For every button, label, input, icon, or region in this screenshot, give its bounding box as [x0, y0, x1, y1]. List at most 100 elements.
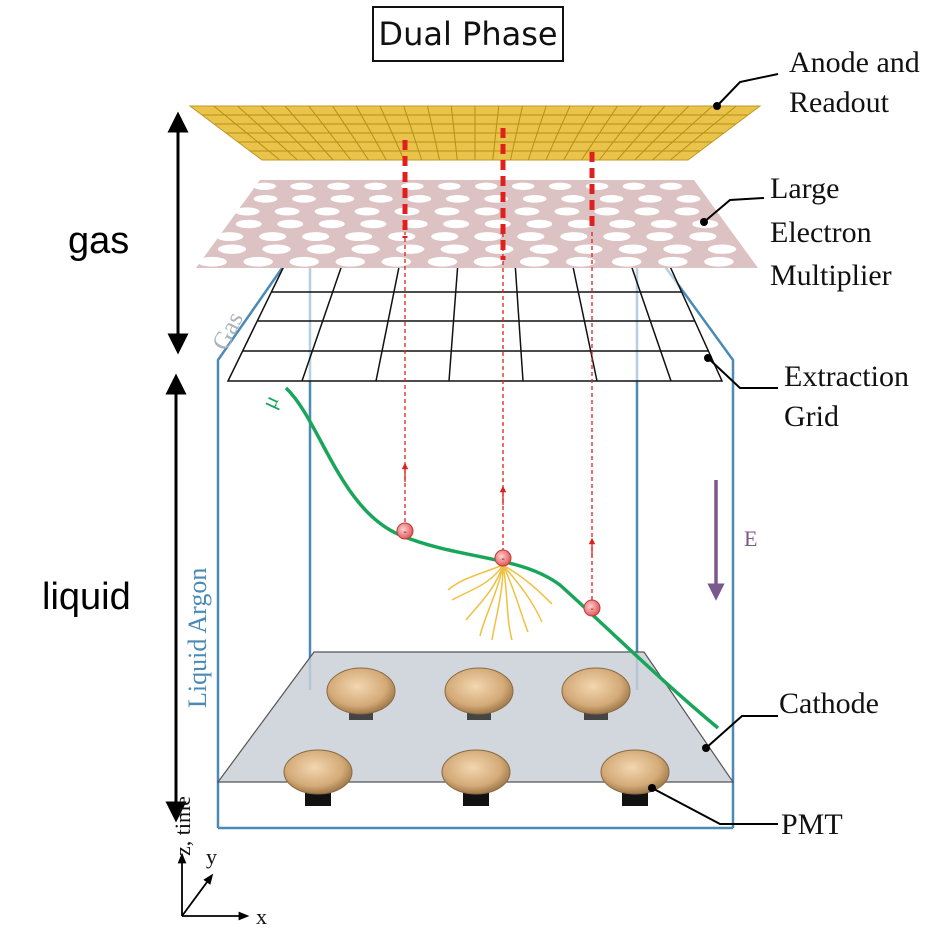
lem-hole [594, 207, 620, 216]
lem-hole [345, 232, 373, 242]
anode-strip [403, 105, 423, 161]
lem-hole [253, 195, 278, 203]
lem-hole [314, 207, 340, 216]
lem-hole [306, 244, 336, 254]
lem-hole [609, 219, 636, 229]
lem-hole [554, 207, 580, 216]
lem-hole [622, 182, 646, 190]
lem-hole [514, 207, 540, 216]
lem-hole [474, 232, 502, 242]
lem-label-line1: Large [770, 172, 839, 205]
pmt-row-front [283, 749, 670, 806]
lem-hole [704, 256, 734, 267]
lem-hole [585, 182, 609, 190]
lem-hole [474, 207, 500, 216]
anode-strip [563, 105, 595, 161]
cathode-label: Cathode [779, 687, 879, 720]
lem-hole [318, 219, 345, 229]
diagram-title: Dual Phase [372, 6, 564, 62]
lem-hole [427, 256, 458, 267]
anode-plane [188, 105, 762, 161]
lem-hole [650, 219, 677, 229]
anode-strip [545, 105, 571, 161]
lem-hole [440, 244, 469, 254]
anode-strip [510, 105, 523, 161]
anode-strip [355, 105, 387, 161]
svg-text:-: - [590, 604, 594, 615]
lem-hole [431, 232, 459, 242]
anode-label-line1: Anode and [789, 46, 920, 79]
pmt-row-back [326, 667, 631, 720]
pmt-label: PMT [781, 808, 843, 841]
lem-hole [434, 207, 460, 216]
lem-hole [443, 219, 470, 229]
electrons: - - - [396, 522, 601, 617]
lem-hole [289, 256, 319, 267]
lem-hole [396, 244, 425, 254]
lem-hole [565, 256, 596, 267]
coordinate-axes [177, 852, 250, 921]
lem-hole [689, 232, 717, 242]
lem-hole [638, 195, 662, 203]
lem-hole [335, 256, 366, 267]
lem-hole [603, 232, 631, 242]
anode-strip [634, 105, 690, 161]
lem-hole [485, 244, 514, 254]
svg-text:-: - [403, 527, 407, 538]
lem-hole [511, 182, 535, 190]
gas-region-label: Gas [207, 308, 249, 355]
component-labels: Anode and Readout Large Electron Multipl… [770, 46, 920, 841]
anode-label-line2: Readout [789, 86, 890, 119]
lem-hole [259, 232, 287, 242]
leader-dots [648, 102, 721, 792]
lem-hole [262, 244, 291, 254]
muon-label: μ [256, 391, 284, 412]
anode-strip [598, 105, 642, 161]
lem-hole [674, 207, 700, 216]
anode-strip [450, 105, 458, 161]
lem-hole [561, 195, 585, 203]
lem-hole [567, 219, 594, 229]
anode-strip [379, 105, 405, 161]
anode-strip [332, 105, 369, 161]
lem-hole [216, 232, 244, 242]
field-label: E [744, 526, 757, 551]
lem-hole [612, 256, 642, 267]
extraction-label-line1: Extraction [784, 360, 909, 393]
extraction-grid [226, 261, 724, 382]
anode-strip [492, 105, 500, 161]
extraction-label-line2: Grid [784, 400, 839, 433]
anode-strip [213, 105, 281, 161]
lem-hole [364, 182, 387, 190]
muon-track [284, 386, 720, 730]
lem-hole [407, 195, 432, 203]
lem-hole [253, 182, 276, 190]
anode-strip [581, 105, 618, 161]
lem-hole [658, 256, 688, 267]
lem-hole [401, 219, 428, 229]
lem-hole [243, 256, 273, 267]
lem-hole [330, 195, 355, 203]
lem-hole [290, 182, 313, 190]
lem-hole [351, 244, 380, 254]
z-axis-label: z, time [170, 796, 195, 856]
anode-strip [308, 105, 352, 161]
electron-drift-paths [404, 232, 593, 600]
lem-hole [474, 182, 498, 190]
lem-hole [327, 182, 350, 190]
lem-hole [217, 244, 247, 254]
lem-hole [526, 219, 553, 229]
lem-hole [548, 182, 572, 190]
lem-hole [707, 244, 737, 254]
anode-strip [284, 105, 334, 161]
lem-hole [388, 232, 416, 242]
anode-strip [669, 105, 737, 161]
lem-hole [599, 195, 624, 203]
lem-hole [574, 244, 603, 254]
gas-label: gas [68, 220, 129, 262]
anode-strip [652, 105, 713, 161]
lem-hole [522, 195, 547, 203]
lem-hole [634, 207, 660, 216]
lem-hole [438, 182, 461, 190]
